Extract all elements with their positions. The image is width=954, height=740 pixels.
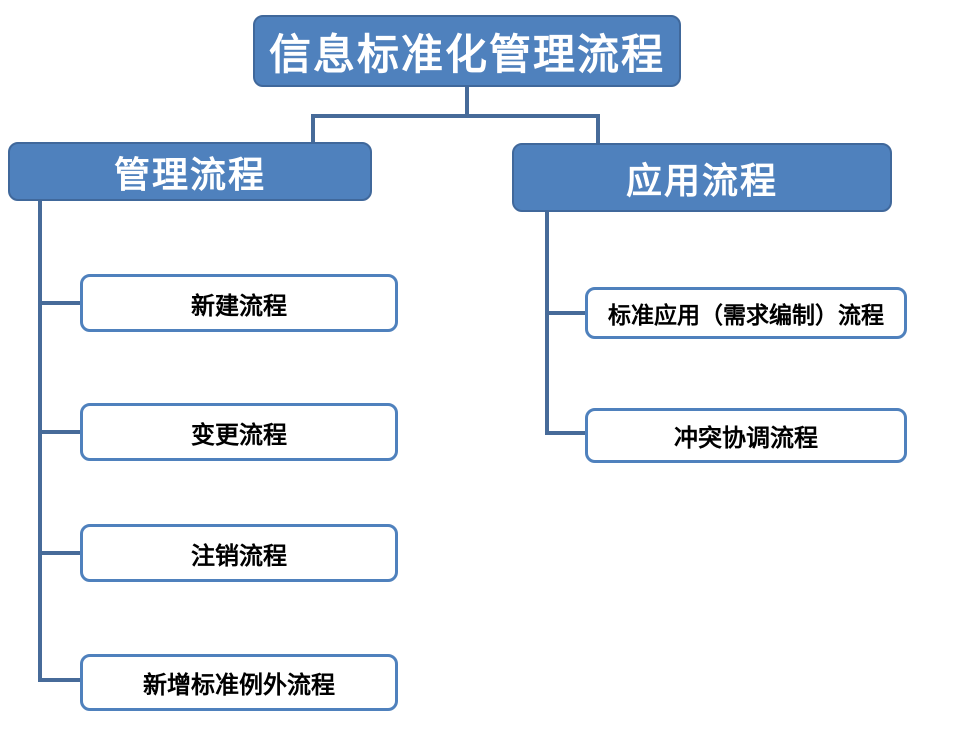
branch-node-application-process: 应用流程 xyxy=(512,143,892,212)
leaf-node-change-process: 变更流程 xyxy=(80,403,398,461)
connector-right-stub-1 xyxy=(545,311,587,315)
leaf-node-conflict-coordination-process: 冲突协调流程 xyxy=(585,408,907,463)
root-node-info-standardization-process: 信息标准化管理流程 xyxy=(253,15,681,87)
leaf-node-new-standard-exception-process: 新增标准例外流程 xyxy=(80,654,398,711)
connector-left-stub-1 xyxy=(38,301,82,305)
branch-node-management-process: 管理流程 xyxy=(8,142,372,201)
connector-root-stem xyxy=(465,87,469,118)
connector-left-trunk xyxy=(38,201,42,682)
connector-left-stub-2 xyxy=(38,430,82,434)
connector-drop-left xyxy=(311,114,315,144)
connector-left-stub-3 xyxy=(38,551,82,555)
connector-left-stub-4 xyxy=(38,678,82,682)
leaf-node-cancellation-process: 注销流程 xyxy=(80,524,398,582)
connector-right-trunk xyxy=(545,212,549,435)
connector-top-horizontal xyxy=(311,114,600,118)
leaf-node-standard-application-requirement-process: 标准应用（需求编制）流程 xyxy=(585,287,907,339)
leaf-node-new-process: 新建流程 xyxy=(80,274,398,332)
connector-drop-right xyxy=(596,114,600,145)
connector-right-stub-2 xyxy=(545,431,587,435)
